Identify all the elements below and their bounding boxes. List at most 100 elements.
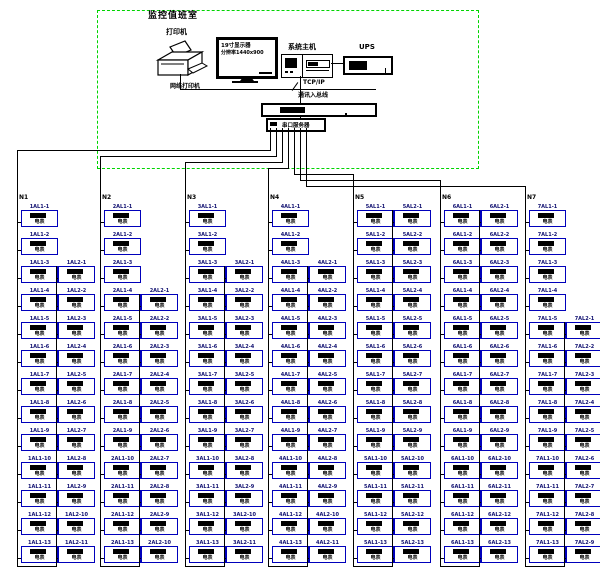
device-inner-label: 电表 — [202, 331, 213, 337]
trunk-tag: N6 — [442, 194, 452, 201]
trunk-wire — [353, 174, 354, 566]
device-inner-label: 电表 — [154, 555, 165, 561]
device-tag: 4AL1-11 — [278, 484, 303, 490]
device-box: 电表 — [21, 322, 58, 339]
device-box: 电表 — [357, 434, 394, 451]
device-box: 电表 — [481, 518, 518, 535]
bus-fan-wire — [185, 162, 283, 163]
device-tag: 4AL2-1 — [317, 260, 338, 266]
device-tag: 7AL2-3 — [574, 372, 595, 378]
device-tag: 5AL1-10 — [363, 456, 388, 462]
device-display-bar — [538, 241, 554, 246]
device-tag: 5AL1-6 — [365, 344, 386, 350]
device-hook-wire — [17, 334, 21, 335]
device-hook-wire — [100, 306, 104, 307]
device-display-bar — [67, 437, 83, 442]
device-inner-label: 电表 — [542, 387, 553, 393]
device-hook-wire — [100, 334, 104, 335]
device-hook-wire — [440, 278, 444, 279]
device-display-bar — [403, 213, 419, 218]
device-tag: 6AL2-10 — [487, 456, 512, 462]
device-tag: 2AL1-3 — [112, 260, 133, 266]
device-display-bar — [453, 297, 469, 302]
device-display-bar — [198, 521, 214, 526]
device-tag: 4AL2-7 — [317, 428, 338, 434]
device-inner-label: 电表 — [117, 499, 128, 505]
device-inner-label: 电表 — [407, 275, 418, 281]
device-inner-label: 电表 — [370, 499, 381, 505]
device-display-bar — [366, 269, 382, 274]
device-box: 电表 — [357, 210, 394, 227]
device-display-bar — [575, 437, 591, 442]
device-hook-wire — [17, 390, 21, 391]
trunk-tag: N2 — [102, 194, 112, 201]
device-inner-label: 电表 — [154, 527, 165, 533]
device-display-bar — [67, 465, 83, 470]
device-tag: 3AL1-11 — [195, 484, 220, 490]
device-tag: 6AL2-8 — [489, 400, 510, 406]
device-display-bar — [453, 381, 469, 386]
device-hook-wire — [139, 502, 141, 503]
device-tag: 5AL2-11 — [400, 484, 425, 490]
device-box: 电表 — [272, 378, 309, 395]
device-inner-label: 电表 — [370, 387, 381, 393]
device-inner-label: 电表 — [34, 415, 45, 421]
device-hook-wire — [56, 362, 58, 363]
device-display-bar — [235, 549, 251, 554]
device-display-bar — [67, 409, 83, 414]
device-box: 电表 — [394, 490, 431, 507]
device-box: 电表 — [189, 546, 226, 563]
device-tag: 6AL1-13 — [450, 540, 475, 546]
device-display-bar — [403, 297, 419, 302]
device-display-bar — [453, 465, 469, 470]
device-box: 电表 — [481, 294, 518, 311]
device-hook-wire — [100, 362, 104, 363]
monitor-text-line2: 分辨率1440x900 — [221, 50, 264, 56]
device-tag: 4AL2-11 — [315, 540, 340, 546]
device-tag: 7AL1-9 — [537, 428, 558, 434]
device-display-bar — [150, 297, 166, 302]
device-tag: 2AL1-10 — [110, 456, 135, 462]
device-inner-label: 电表 — [322, 471, 333, 477]
device-box: 电表 — [21, 490, 58, 507]
device-hook-wire — [185, 306, 189, 307]
device-hook-wire — [307, 390, 309, 391]
device-inner-label: 电表 — [407, 247, 418, 253]
device-inner-label: 电表 — [202, 359, 213, 365]
device-hook-wire — [268, 474, 272, 475]
device-box: 电表 — [104, 378, 141, 395]
device-tag: 3AL1-2 — [197, 232, 218, 238]
device-tag: 3AL1-6 — [197, 344, 218, 350]
device-display-bar — [366, 521, 382, 526]
device-hook-wire — [479, 558, 481, 559]
device-display-bar — [575, 493, 591, 498]
device-box: 电表 — [481, 406, 518, 423]
trunk-tag: N4 — [270, 194, 280, 201]
device-tag: 3AL1-9 — [197, 428, 218, 434]
device-box: 电表 — [21, 518, 58, 535]
device-hook-wire — [100, 418, 104, 419]
device-tag: 5AL1-8 — [365, 400, 386, 406]
device-box: 电表 — [481, 378, 518, 395]
device-box: 电表 — [529, 518, 566, 535]
device-display-bar — [198, 465, 214, 470]
bus-drop-wire — [276, 128, 277, 156]
device-display-bar — [403, 269, 419, 274]
device-display-bar — [281, 549, 297, 554]
device-hook-wire — [307, 334, 309, 335]
trunk-wire — [185, 162, 186, 566]
device-display-bar — [490, 409, 506, 414]
device-tag: 4AL1-3 — [280, 260, 301, 266]
device-display-bar — [113, 213, 129, 218]
device-hook-wire — [392, 250, 394, 251]
device-hook-wire — [268, 390, 272, 391]
device-inner-label: 电表 — [407, 303, 418, 309]
device-display-bar — [318, 297, 334, 302]
device-hook-wire — [479, 390, 481, 391]
device-display-bar — [281, 213, 297, 218]
device-tag: 2AL2-5 — [149, 400, 170, 406]
device-box: 电表 — [394, 210, 431, 227]
device-inner-label: 电表 — [457, 219, 468, 225]
device-display-bar — [235, 409, 251, 414]
